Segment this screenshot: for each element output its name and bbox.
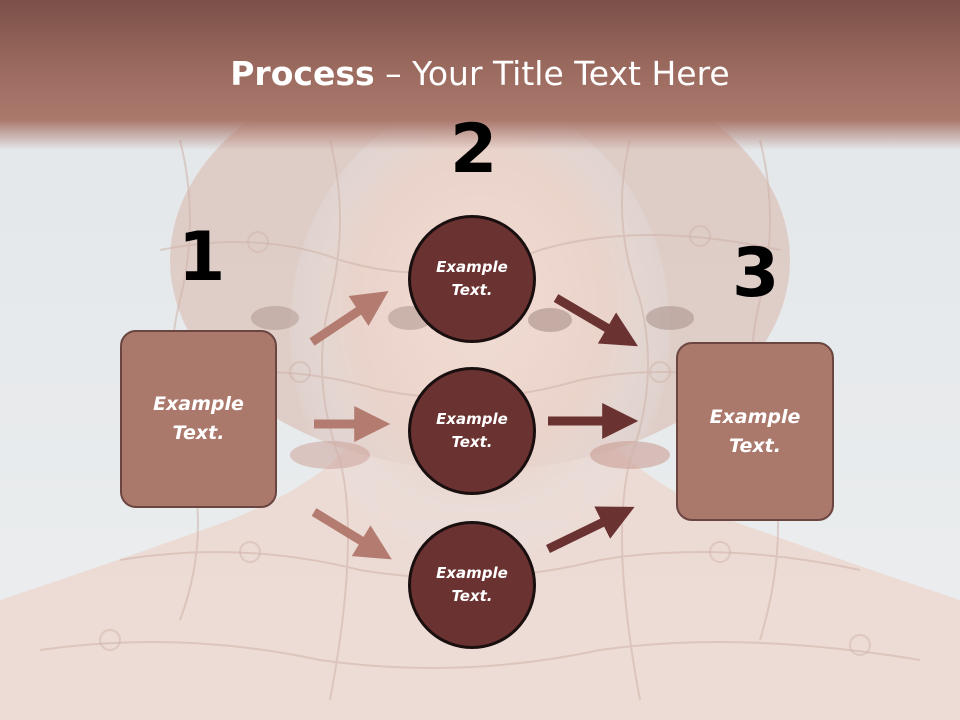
right-box: Example Text. xyxy=(676,342,834,521)
step-number-2: 2 xyxy=(450,110,498,189)
circle-bottom-label: Example Text. xyxy=(436,564,508,605)
step-number-3: 3 xyxy=(732,234,780,313)
arrow-left-to-bottom xyxy=(311,508,392,560)
circle-middle-label: Example Text. xyxy=(436,410,508,451)
circle-top-label: Example Text. xyxy=(436,258,508,299)
left-box: Example Text. xyxy=(120,330,277,508)
arrow-bottom-to-right xyxy=(546,506,635,554)
arrow-top-to-right xyxy=(553,294,638,347)
circle-top: Example Text. xyxy=(408,215,536,343)
circle-bottom: Example Text. xyxy=(408,521,536,649)
slide-title: Process – Your Title Text Here xyxy=(0,52,960,96)
arrow-left-to-top xyxy=(309,291,389,346)
title-band xyxy=(0,0,960,150)
title-bold: Process xyxy=(230,54,375,93)
step-number-1: 1 xyxy=(178,218,226,297)
circle-middle: Example Text. xyxy=(408,367,536,495)
right-box-label: Example Text. xyxy=(709,405,801,457)
left-box-label: Example Text. xyxy=(153,393,244,444)
title-rest: – Your Title Text Here xyxy=(374,54,730,93)
